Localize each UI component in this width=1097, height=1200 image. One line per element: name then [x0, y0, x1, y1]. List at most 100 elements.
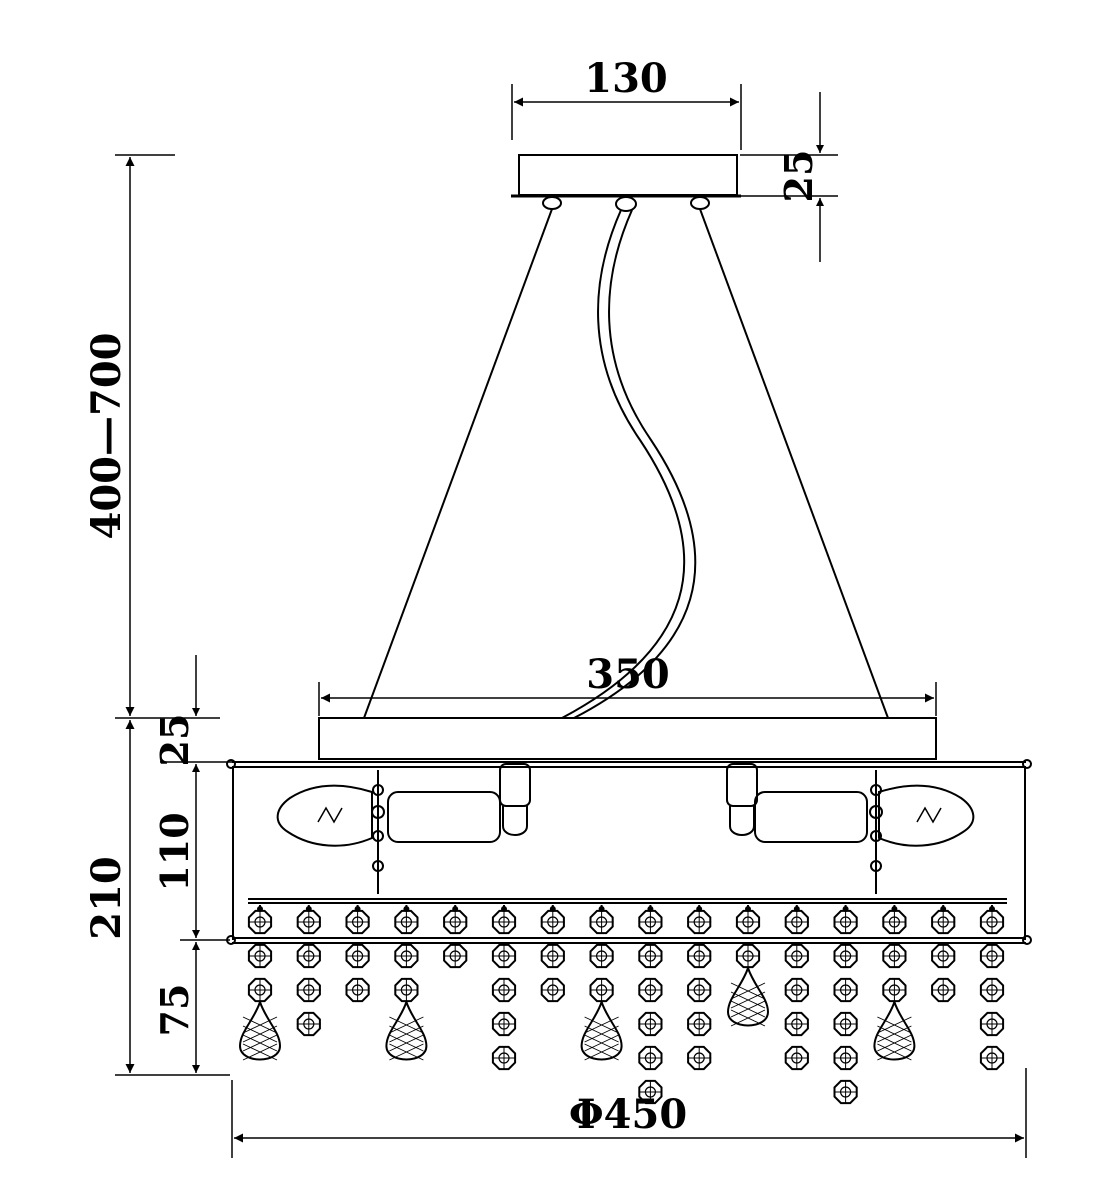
crystal-strand: [784, 905, 809, 1071]
crystal-bead: [687, 977, 712, 1003]
lamp-right: [726, 763, 975, 894]
dim-canopy-height: 25: [740, 92, 838, 262]
suspension-wires: [363, 208, 889, 719]
crystal-strand: [296, 905, 321, 1037]
crystal-strand: [385, 905, 428, 1061]
crystal-bead: [687, 909, 712, 935]
crystal-teardrop: [873, 998, 916, 1061]
dim-shade-height-label: 110: [152, 812, 197, 891]
crystal-strand: [238, 905, 282, 1061]
crystal-bead: [394, 977, 419, 1003]
crystal-bead: [784, 1011, 809, 1037]
crystal-strand: [931, 905, 956, 1003]
crystal-teardrop: [238, 998, 282, 1061]
crystal-bead: [638, 909, 663, 935]
dim-frame-width-label: 350: [586, 651, 670, 698]
crystal-strand: [580, 905, 623, 1061]
dim-crystal-drop: 75: [152, 942, 200, 1073]
dim-crystal-drop-label: 75: [152, 984, 197, 1037]
dim-body-height: 210: [83, 720, 230, 1076]
dim-body-height-label: 210: [83, 856, 130, 940]
crystal-bead: [979, 1011, 1005, 1037]
crystal-bead: [687, 1011, 712, 1037]
crystal-bead: [882, 909, 907, 935]
crystal-teardrop: [580, 998, 623, 1061]
crystal-bead: [491, 1045, 517, 1071]
crystal-bead: [979, 943, 1005, 969]
dim-drop-range-label: 400—700: [83, 333, 130, 540]
crystal-strands: [238, 905, 1005, 1105]
crystal-teardrop: [385, 998, 428, 1061]
dim-drop-range: 400—700: [83, 154, 220, 719]
crystal-strand: [638, 905, 663, 1105]
crystal-bead: [589, 909, 614, 935]
crystal-bead: [784, 1045, 809, 1071]
crystal-bead: [296, 943, 321, 969]
crystal-bead: [540, 977, 565, 1003]
crystal-bead: [979, 909, 1005, 935]
crystal-bead: [979, 1045, 1005, 1071]
top-frame-bar: [318, 717, 937, 760]
crystal-bead: [687, 1045, 712, 1071]
crystal-strand: [491, 905, 517, 1071]
crystal-bead: [345, 909, 370, 935]
dim-frame-height-label: 25: [152, 714, 197, 767]
crystal-bead: [833, 1011, 858, 1037]
crystal-strand: [833, 905, 858, 1105]
crystal-bead: [296, 977, 321, 1003]
crystal-bead: [296, 1011, 321, 1037]
ceiling-canopy: [511, 154, 741, 212]
crystal-bead: [638, 1079, 663, 1105]
crystal-bead: [589, 943, 614, 969]
dim-diameter-label: Φ450: [569, 1091, 687, 1138]
crystal-bead: [735, 909, 761, 935]
crystal-bead: [784, 909, 809, 935]
crystal-body-frame: [226, 759, 1032, 945]
crystal-bead: [833, 943, 858, 969]
crystal-bead: [979, 977, 1005, 1003]
crystal-bead: [833, 1045, 858, 1071]
crystal-bead: [296, 909, 321, 935]
power-cord: [561, 209, 697, 719]
crystal-bead: [931, 943, 956, 969]
crystal-bead: [443, 943, 468, 969]
crystal-teardrop: [726, 964, 770, 1027]
crystal-bead: [931, 909, 956, 935]
crystal-bead: [638, 1045, 663, 1071]
crystal-strand: [540, 905, 565, 1003]
crystal-bead: [491, 1011, 517, 1037]
crystal-strand: [345, 905, 370, 1003]
crystal-bead: [540, 943, 565, 969]
dim-canopy-width: 130: [511, 55, 742, 150]
crystal-bead: [491, 909, 517, 935]
crystal-bead: [394, 909, 419, 935]
crystal-bead: [931, 977, 956, 1003]
crystal-bead: [784, 943, 809, 969]
dim-diameter: Φ450: [231, 1068, 1027, 1158]
crystal-strand: [687, 905, 712, 1071]
lamp-left: [276, 763, 531, 894]
crystal-strand: [873, 905, 916, 1061]
crystal-strand: [443, 905, 468, 969]
crystal-bead: [687, 943, 712, 969]
crystal-bead: [735, 943, 761, 969]
crystal-bead: [882, 977, 907, 1003]
dim-frame-width: 350: [318, 651, 937, 716]
crystal-bead: [394, 943, 419, 969]
crystal-strand: [726, 905, 770, 1027]
dim-frame-height: 25: [152, 655, 232, 800]
crystal-bead: [589, 977, 614, 1003]
crystal-strand: [979, 905, 1005, 1071]
crystal-bead: [247, 943, 273, 969]
crystal-bead: [247, 977, 273, 1003]
crystal-bead: [638, 943, 663, 969]
crystal-bead: [345, 943, 370, 969]
crystal-bead: [638, 977, 663, 1003]
dim-canopy-height-label: 25: [776, 150, 821, 203]
crystal-bead: [638, 1011, 663, 1037]
crystal-bead: [491, 943, 517, 969]
crystal-bead: [540, 909, 565, 935]
crystal-bead: [247, 909, 273, 935]
crystal-bead: [443, 909, 468, 935]
